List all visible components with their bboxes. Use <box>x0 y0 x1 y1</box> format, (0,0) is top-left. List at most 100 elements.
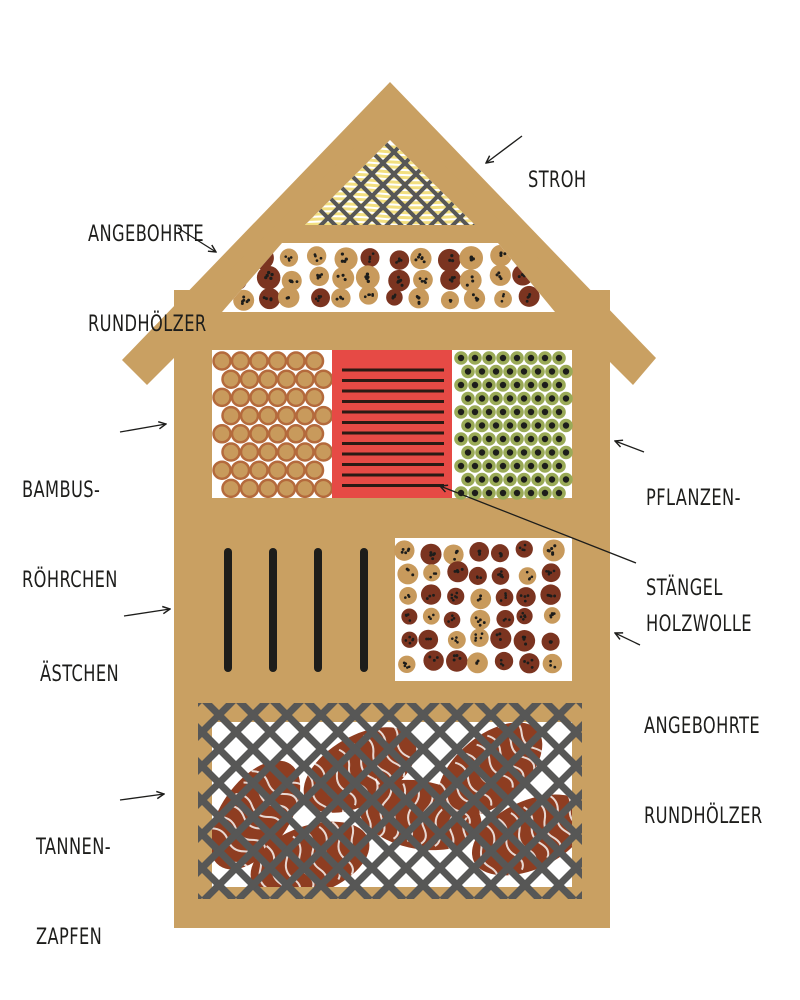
stem-hole <box>471 462 479 470</box>
bore-hole <box>395 261 398 264</box>
bore-hole <box>391 296 395 300</box>
cone-scale <box>406 785 420 843</box>
bore-hole <box>411 573 415 577</box>
bamboo-tube <box>212 424 232 444</box>
bamboo-tube <box>249 424 269 444</box>
arrow-twigs <box>123 609 170 617</box>
bore-hole <box>517 275 521 279</box>
bore-hole <box>417 300 421 304</box>
bore-hole <box>450 618 454 622</box>
stem-hole <box>548 395 556 402</box>
bamboo-tube <box>276 442 297 462</box>
arrow-wood-wool <box>440 486 637 564</box>
log-end <box>256 265 281 290</box>
bore-hole <box>396 280 400 284</box>
bore-hole <box>504 596 508 600</box>
bore-hole <box>549 571 553 574</box>
bore-hole <box>474 616 478 620</box>
bore-hole <box>476 620 480 624</box>
arrow-drilled-top <box>177 227 216 252</box>
bore-hole <box>313 253 317 256</box>
bore-hole <box>417 296 421 300</box>
log-end <box>542 653 563 674</box>
stem-hole <box>555 354 563 362</box>
bore-hole <box>454 639 457 642</box>
stem-hole <box>541 354 549 362</box>
bore-hole <box>521 548 525 552</box>
bore-hole <box>318 275 322 279</box>
bore-hole <box>339 296 343 300</box>
bore-hole <box>319 295 323 298</box>
bore-hole <box>498 638 502 641</box>
bore-hole <box>455 549 459 553</box>
stem-hole <box>506 422 514 429</box>
log-end <box>494 290 512 308</box>
stem-hole <box>457 435 465 443</box>
bore-hole <box>289 256 293 259</box>
grate-bar <box>508 703 582 777</box>
bore-hole <box>343 259 347 264</box>
bore-hole <box>478 618 482 622</box>
bore-hole <box>527 294 531 298</box>
stem-hole <box>464 476 472 483</box>
bore-hole <box>422 260 426 264</box>
stem-hole <box>457 381 465 389</box>
bore-hole <box>523 599 527 603</box>
bamboo-tube <box>212 351 232 371</box>
bore-hole <box>408 635 411 639</box>
bore-hole <box>405 567 409 571</box>
bore-hole <box>411 637 415 641</box>
bore-hole <box>551 551 555 555</box>
bore-hole <box>420 279 424 283</box>
bore-hole <box>478 623 482 627</box>
plant-stems-panel <box>452 350 573 500</box>
bore-hole <box>478 553 481 556</box>
label-wood-wool: HOLZWOLLE <box>646 612 752 637</box>
bore-hole <box>523 660 526 663</box>
bamboo-tube <box>267 424 288 444</box>
arrow-straw <box>486 135 523 163</box>
bore-hole <box>499 277 503 281</box>
label-plant-stems: PFLANZEN- STÄNGEL <box>646 486 741 601</box>
stem-hole <box>513 462 521 470</box>
stem-hole <box>506 449 514 456</box>
bore-hole <box>406 549 410 552</box>
stem-hole <box>555 462 563 470</box>
bore-hole <box>523 543 527 547</box>
bore-hole <box>428 594 432 598</box>
bore-hole <box>455 654 459 658</box>
log-end <box>443 544 464 565</box>
log-end <box>397 563 419 585</box>
bore-hole <box>402 661 406 665</box>
bore-hole <box>500 299 504 303</box>
stem-hole <box>457 462 465 470</box>
bamboo-tube <box>286 460 306 480</box>
bore-hole <box>408 641 412 645</box>
bore-hole <box>407 595 411 598</box>
bore-hole <box>429 553 433 557</box>
bamboo-tube <box>286 351 306 371</box>
bore-hole <box>525 299 529 303</box>
bore-hole <box>448 258 452 262</box>
stem-hole <box>555 408 563 416</box>
log-end <box>447 631 466 649</box>
bore-hole <box>435 656 439 659</box>
bore-hole <box>404 551 408 555</box>
stem-hole <box>520 368 528 375</box>
log-end <box>459 269 482 292</box>
bore-hole <box>368 293 371 296</box>
bore-hole <box>245 300 249 304</box>
bore-hole <box>399 278 403 282</box>
bore-hole <box>432 572 436 575</box>
bamboo-tube <box>230 460 251 480</box>
stem-hole <box>499 354 507 362</box>
bamboo-tube <box>230 424 251 444</box>
stem-hole <box>527 354 535 362</box>
grate-bar <box>446 140 475 225</box>
bore-hole <box>431 553 435 557</box>
bore-hole <box>499 252 503 256</box>
bore-hole <box>319 256 323 260</box>
bore-hole <box>269 297 273 301</box>
bore-hole <box>476 576 479 579</box>
stem-hole <box>562 476 570 483</box>
